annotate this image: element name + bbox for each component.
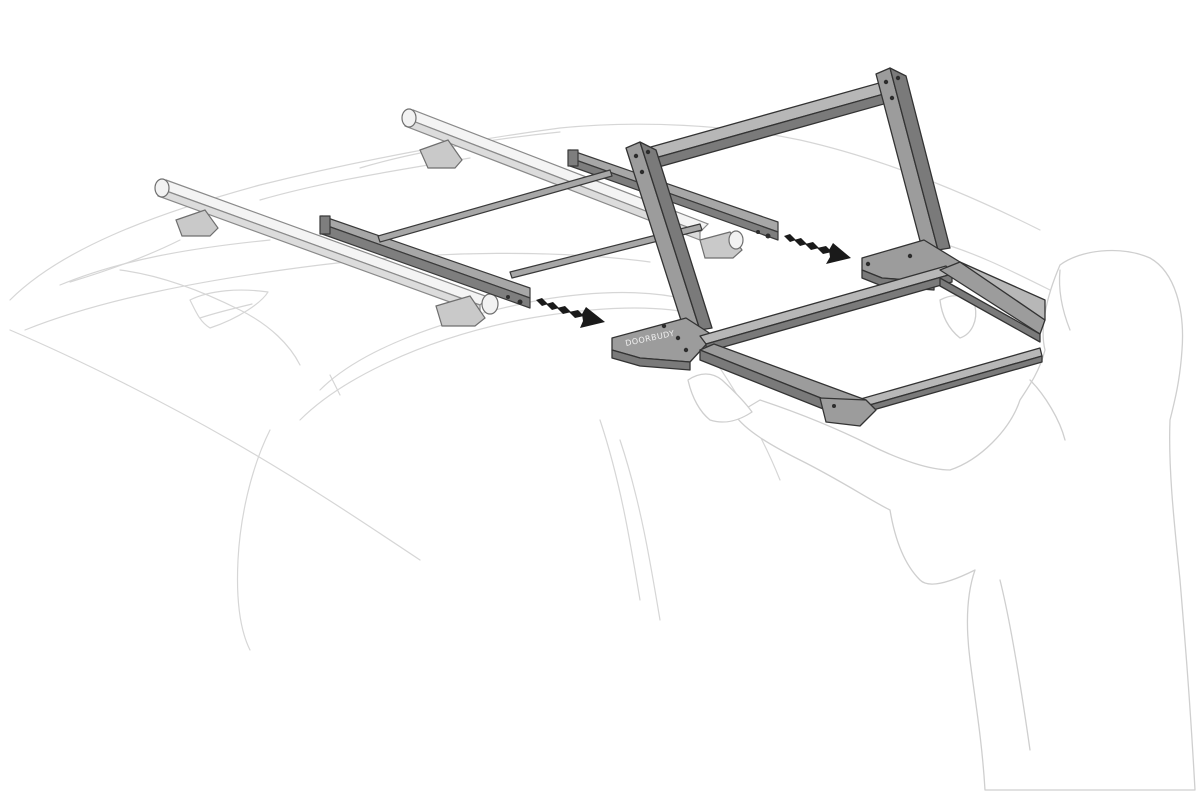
- crossbar-foot-rear-left: [419, 139, 463, 169]
- person-figure: [687, 249, 1196, 791]
- stand-extension-arm: [939, 261, 1046, 343]
- mount-rail-rear: [567, 149, 779, 241]
- stand-post-right: [875, 67, 951, 257]
- roof-crossbar-front: [154, 178, 490, 314]
- mount-rail-front: [319, 215, 531, 309]
- roof-crossbar-rear: [401, 108, 710, 241]
- car-outline: [9, 123, 1051, 651]
- slide-arrow-rear: [784, 234, 851, 264]
- stand-base-left: DOORBUDY: [611, 317, 715, 371]
- rail-cross-member-1: [377, 169, 613, 243]
- stand-front-bar: [849, 347, 1043, 417]
- slide-arrow-front: [536, 298, 605, 328]
- stand-left-arm: [699, 343, 877, 427]
- stand-lower-beam: [699, 265, 953, 353]
- crossbar-foot-front-left: [175, 209, 219, 237]
- crossbar-foot-rear-right: [699, 230, 744, 259]
